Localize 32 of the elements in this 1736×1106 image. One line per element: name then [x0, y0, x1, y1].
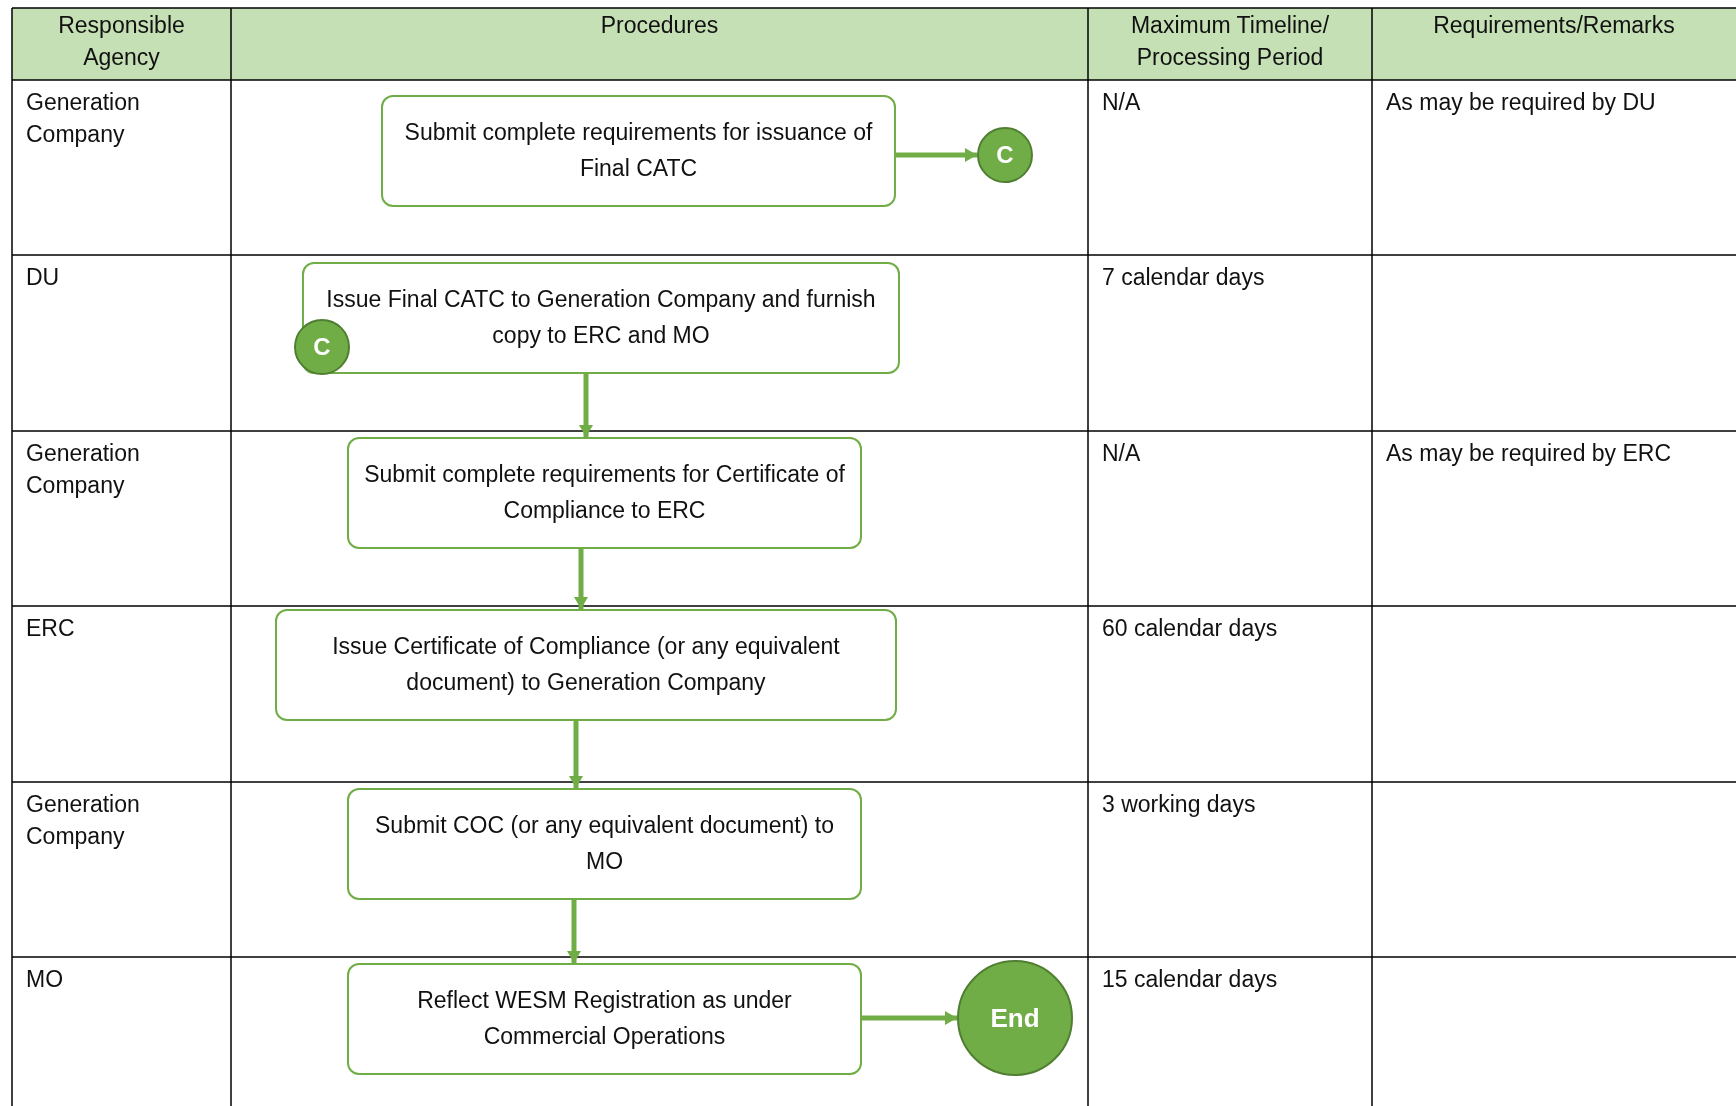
column-header: Responsible Agency: [57, 11, 186, 73]
table-cell-text: Generation Company: [25, 439, 141, 501]
column-header: Maximum Timeline/ Processing Period: [1129, 11, 1331, 73]
table-cell-text: As may be required by DU: [1385, 88, 1657, 117]
arrow: [569, 721, 583, 788]
column-header: Procedures: [599, 11, 720, 40]
table-cell-text: 7 calendar days: [1101, 263, 1266, 292]
connector-circle: C: [294, 319, 350, 375]
table-cell-text: 15 calendar days: [1101, 965, 1279, 994]
table-cell-text: As may be required by ERC: [1385, 439, 1673, 468]
process-box: Submit complete requirements for Certificate of Compliance to ERC: [347, 437, 862, 549]
connector-circle: End: [957, 960, 1073, 1076]
table-cell-text: DU: [25, 263, 61, 292]
table-cell-text: ERC: [25, 614, 76, 643]
table-cell-text: N/A: [1101, 88, 1142, 117]
process-box: Issue Certificate of Compliance (or any equivalent document) to Generation Company: [275, 609, 897, 721]
process-box: Submit COC (or any equivalent document) to MO: [347, 788, 862, 900]
process-box: Submit complete requirements for issuance of Final CATC: [381, 95, 896, 207]
table-cell-text: 3 working days: [1101, 790, 1257, 819]
table-cell-text: 60 calendar days: [1101, 614, 1279, 643]
arrow: [574, 549, 588, 609]
arrow: [862, 1011, 957, 1025]
column-header: Requirements/Remarks: [1432, 11, 1676, 40]
arrow: [579, 374, 593, 437]
arrow: [896, 148, 977, 162]
table-cell-text: MO: [25, 965, 65, 994]
table-cell-text: N/A: [1101, 439, 1142, 468]
connector-circle: C: [977, 127, 1033, 183]
arrow: [567, 900, 581, 963]
process-box: Reflect WESM Registration as under Commercial Operations: [347, 963, 862, 1075]
table-cell-text: Generation Company: [25, 88, 141, 150]
table-cell-text: Generation Company: [25, 790, 141, 852]
